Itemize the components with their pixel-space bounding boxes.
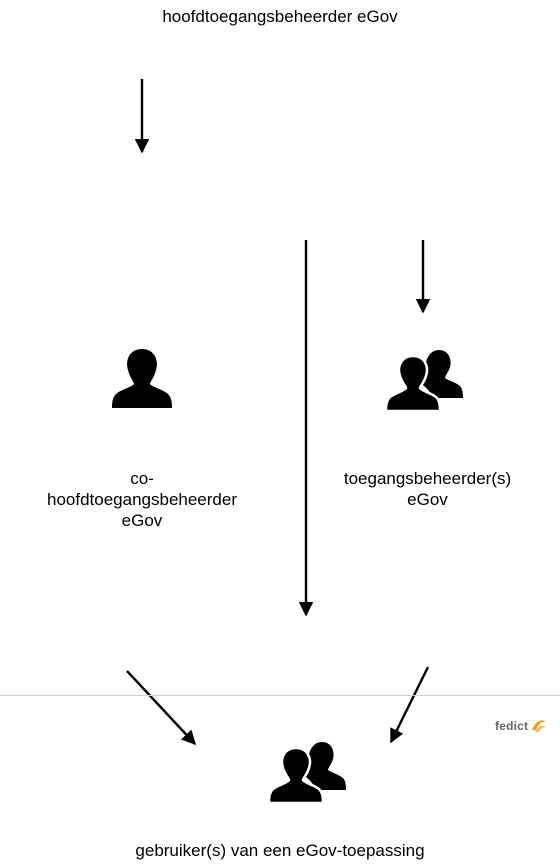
fedict-logo: fedict <box>495 718 548 734</box>
co-head-label-line-3: eGov <box>121 511 163 530</box>
users-label: gebruiker(s) van een eGov-toepassing <box>135 841 425 860</box>
fedict-swirl-icon <box>532 720 547 732</box>
top-node-label: hoofdtoegangsbeheerder eGov <box>162 7 398 26</box>
group-icon <box>384 350 463 413</box>
arrow-access-managers-to-users <box>389 666 430 744</box>
co-head-label: co- hoofdtoegangsbeheerder eGov <box>22 468 262 531</box>
separator-line <box>0 695 560 696</box>
fedict-logo-text: fedict <box>495 719 529 733</box>
access-managers-label-line-2: eGov <box>407 490 448 509</box>
co-head-label-line-2: hoofdtoegangsbeheerder <box>47 490 237 509</box>
person-icon <box>112 349 172 408</box>
arrow-co-head-to-users <box>126 670 196 746</box>
access-managers-label-line-1: toegangsbeheerder(s) <box>343 469 512 488</box>
group-icon <box>267 742 346 805</box>
co-head-label-line-1: co- <box>130 469 154 488</box>
access-managers-label: toegangsbeheerder(s) eGov <box>310 468 545 510</box>
